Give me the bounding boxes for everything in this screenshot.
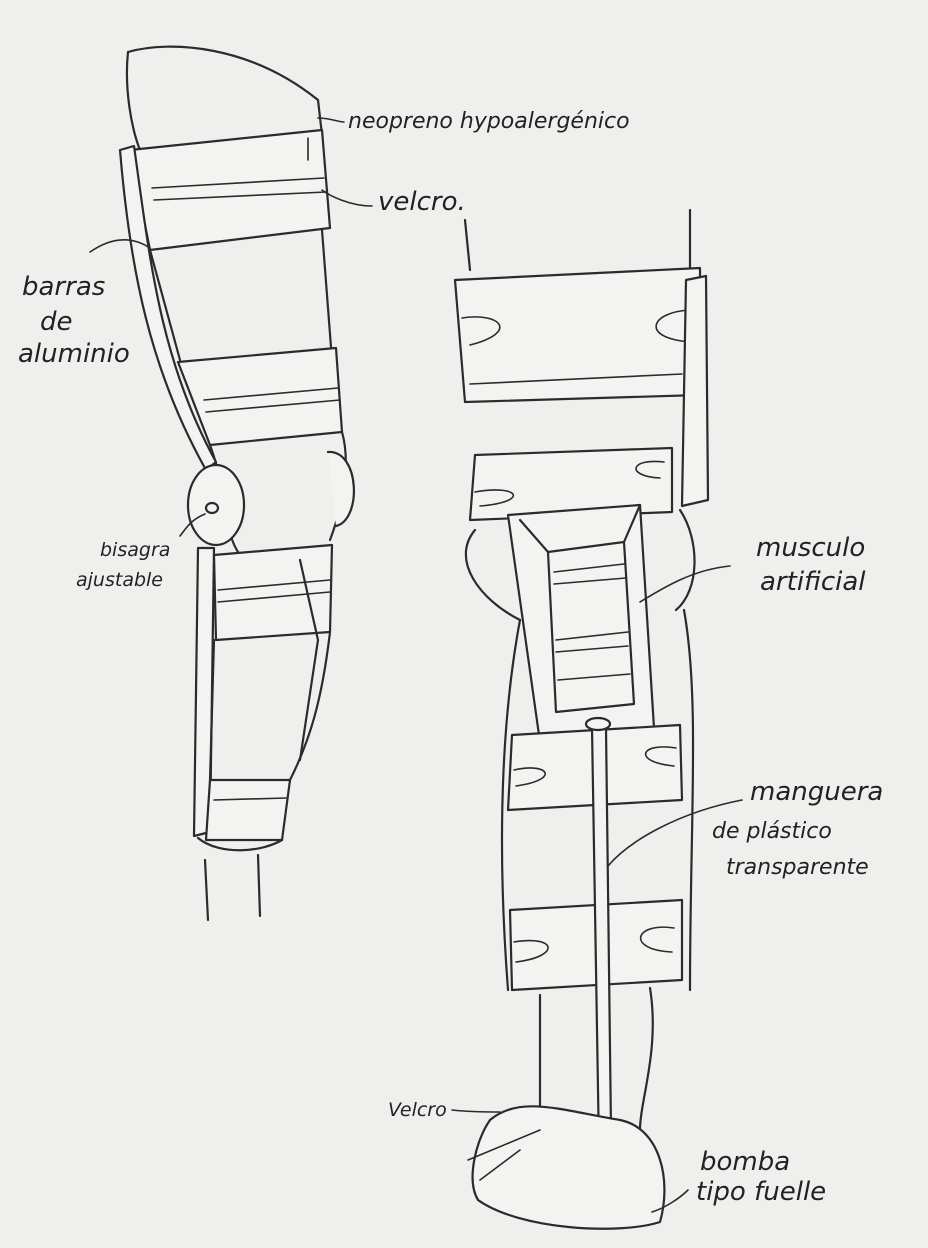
label-musculo-1: musculo <box>756 533 865 563</box>
label-velcro-top: velcro. <box>378 187 466 217</box>
label-bomba-1: bomba <box>700 1147 790 1177</box>
label-bomba-2: tipo fuelle <box>696 1177 826 1207</box>
label-manguera-1: manguera <box>750 777 883 807</box>
label-musculo-2: artificial <box>760 567 866 597</box>
left-leg-drawing <box>120 47 354 920</box>
label-barras-3: aluminio <box>18 339 130 369</box>
label-barras-2: de <box>40 307 73 337</box>
label-bisagra-2: ajustable <box>76 569 163 591</box>
right-leg-drawing <box>455 210 708 1229</box>
label-bisagra-1: bisagra <box>100 539 170 561</box>
label-manguera-3: transparente <box>726 855 869 880</box>
label-manguera-2: de plástico <box>712 819 832 844</box>
label-barras-1: barras <box>22 272 105 302</box>
label-velcro-bottom: Velcro <box>388 1099 447 1121</box>
label-neopreno: neopreno hypoalergénico <box>348 109 630 134</box>
